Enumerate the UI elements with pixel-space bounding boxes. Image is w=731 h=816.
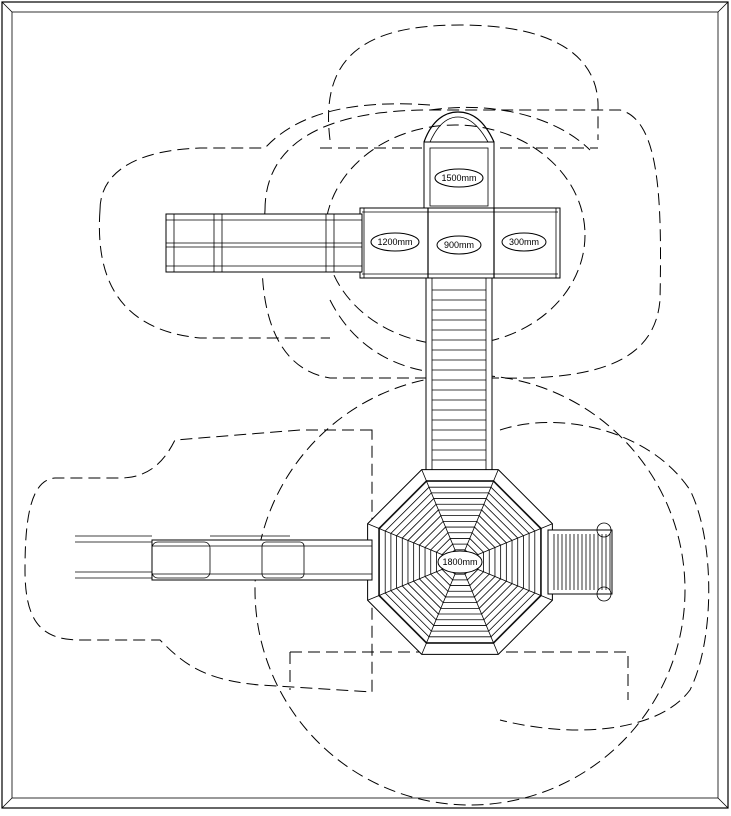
upper-slide xyxy=(165,213,363,273)
dimension-labels: 1500mm 1200mm 900mm 300mm 1800mm xyxy=(370,168,547,574)
label-deck-right: 300mm xyxy=(509,237,539,247)
label-tower-top: 1500mm xyxy=(441,173,476,183)
right-ladder xyxy=(547,522,613,602)
bridge xyxy=(425,277,493,471)
safety-zones xyxy=(24,24,710,806)
lower-slide xyxy=(75,535,373,581)
label-hex-center: 1800mm xyxy=(442,557,477,567)
label-deck-left: 1200mm xyxy=(377,237,412,247)
label-deck-mid: 900mm xyxy=(444,240,474,250)
upper-tower xyxy=(423,111,495,213)
